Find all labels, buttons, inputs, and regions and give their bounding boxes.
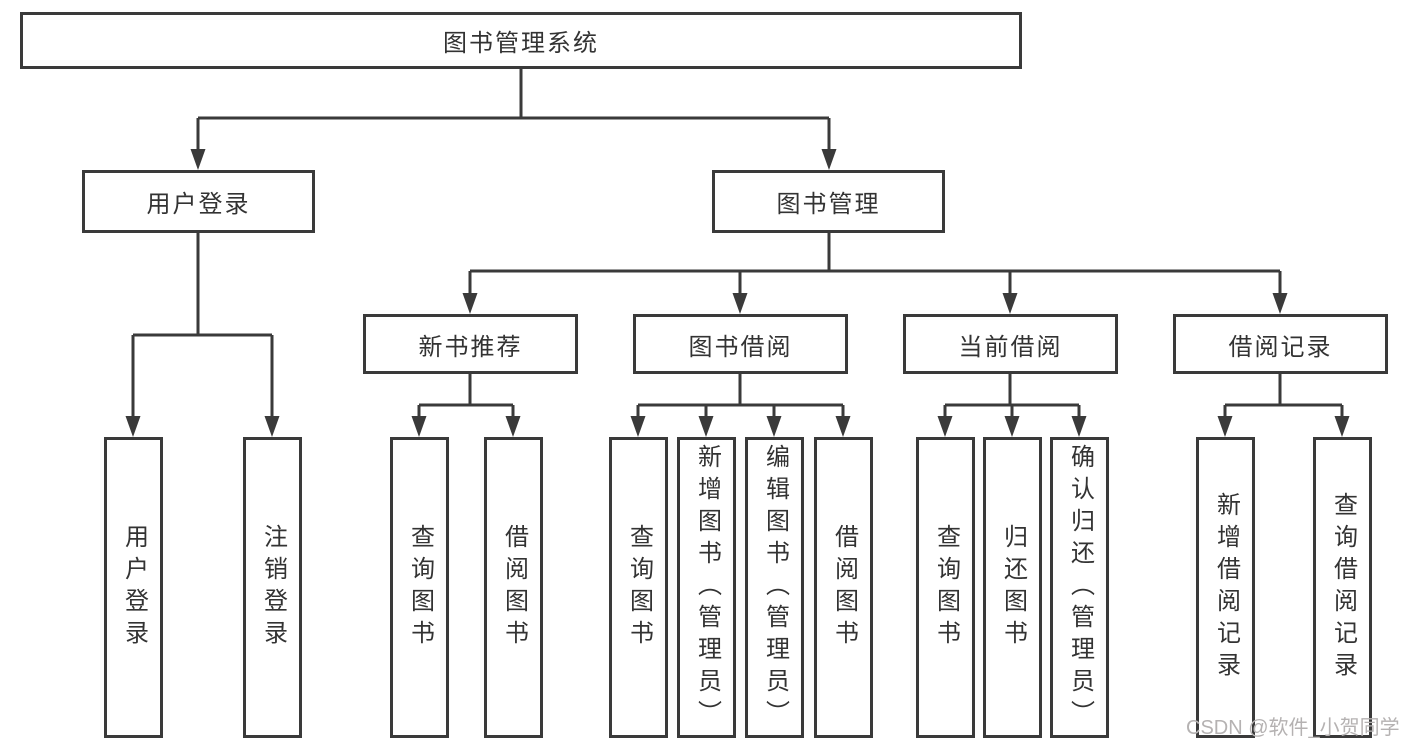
node-edit-book-admin-label: 编辑图书（管理员） [761,443,789,732]
node-return-books-label: 归还图书 [999,523,1027,652]
node-new-book-recommend: 新书推荐 [363,314,578,374]
node-confirm-return-admin-label: 确认归还（管理员） [1066,443,1094,732]
node-query-borrow-record: 查询借阅记录 [1313,437,1372,738]
node-library-system-label: 图书管理系统 [443,30,599,57]
node-add-book-admin: 新增图书（管理员） [677,437,736,738]
node-borrowing-records-label: 借阅记录 [1228,333,1333,361]
node-add-borrow-record: 新增借阅记录 [1196,437,1255,738]
node-borrow-books-recommend: 借阅图书 [484,437,543,738]
node-borrow-books-leaf: 借阅图书 [814,437,873,738]
node-query-books-recommend-label: 查询图书 [406,523,434,652]
node-book-management-label: 图书管理 [776,191,881,218]
node-borrow-books-recommend-label: 借阅图书 [500,523,528,652]
node-user-login-leaf-label: 用户登录 [120,523,148,652]
node-borrow-books-leaf-label: 借阅图书 [830,523,858,652]
node-edit-book-admin: 编辑图书（管理员） [745,437,804,738]
node-library-system: 图书管理系统 [20,12,1022,69]
node-current-borrowing: 当前借阅 [903,314,1118,374]
node-query-books-current: 查询图书 [916,437,975,738]
node-book-borrowing-label: 图书借阅 [688,333,793,361]
watermark-text: CSDN @软件_小贺同学 [1186,717,1400,739]
node-new-book-recommend-label: 新书推荐 [418,333,523,361]
node-add-borrow-record-label: 新增借阅记录 [1212,491,1240,684]
node-borrowing-records: 借阅记录 [1173,314,1388,374]
node-add-book-admin-label: 新增图书（管理员） [693,443,721,732]
node-user-login-leaf: 用户登录 [104,437,163,738]
node-user-login-branch: 用户登录 [82,170,315,233]
node-query-borrow-record-label: 查询借阅记录 [1329,491,1357,684]
node-user-login-branch-label: 用户登录 [146,191,251,218]
node-return-books: 归还图书 [983,437,1042,738]
node-query-books-borrowing: 查询图书 [609,437,668,738]
node-current-borrowing-label: 当前借阅 [958,333,1063,361]
node-logout-label: 注销登录 [259,523,287,652]
node-confirm-return-admin: 确认归还（管理员） [1050,437,1109,738]
node-book-borrowing: 图书借阅 [633,314,848,374]
node-logout: 注销登录 [243,437,302,738]
node-query-books-borrowing-label: 查询图书 [625,523,653,652]
node-query-books-recommend: 查询图书 [390,437,449,738]
node-book-management: 图书管理 [712,170,945,233]
node-query-books-current-label: 查询图书 [932,523,960,652]
